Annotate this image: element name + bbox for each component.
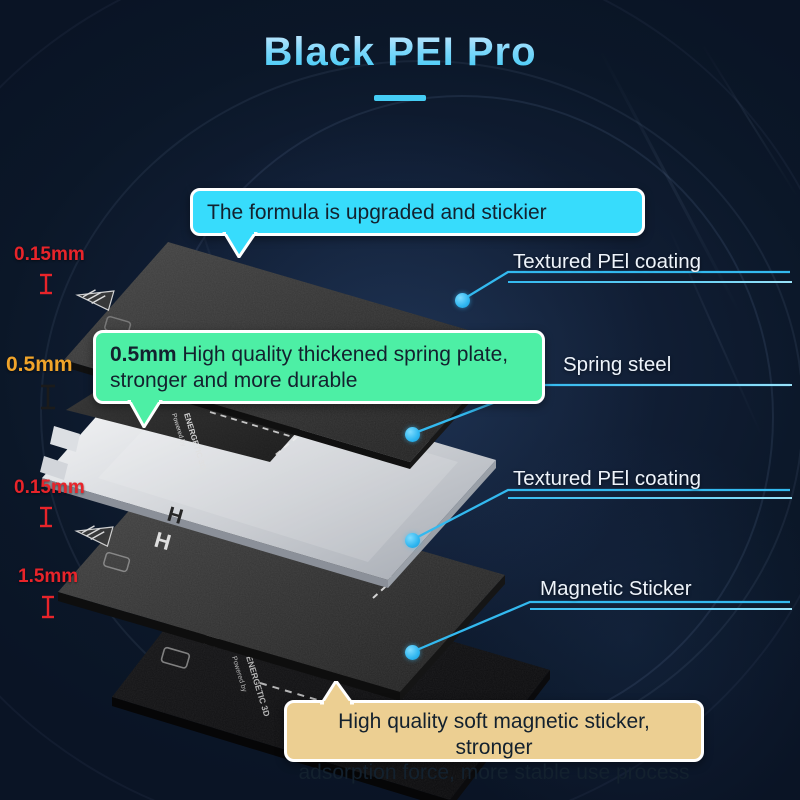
- leader-dot-spring-steel: [405, 427, 420, 442]
- callout-formula-tail: [222, 232, 258, 258]
- callout-formula-text: The formula is upgraded and stickier: [207, 201, 547, 224]
- layer-label-pei-bottom: Textured PEl coating: [513, 467, 702, 490]
- warning-triangle-icon: [74, 525, 114, 548]
- callout-magnetic-tail: [320, 681, 354, 705]
- callout-magnetic: High quality soft magnetic sticker, stro…: [284, 700, 704, 784]
- callout-spring-plate-body: High quality thickened spring plate, str…: [110, 343, 509, 392]
- layer-label-spring-steel: Spring steel: [563, 353, 672, 376]
- layer-label-magnetic: Magnetic Sticker: [540, 577, 692, 600]
- callout-formula: The formula is upgraded and stickier: [190, 188, 645, 236]
- background-streak: [598, 48, 742, 315]
- callout-spring-plate: 0.5mm High quality thickened spring plat…: [93, 330, 545, 404]
- plate-pei-bottom: H: [55, 470, 515, 701]
- page-title: Black PEI Pro: [0, 30, 800, 75]
- layer-label-rule: [508, 497, 792, 499]
- dimension-marker-pei-bottom: [40, 506, 52, 528]
- callout-spring-plate-tail: [127, 400, 163, 428]
- callout-spring-plate-text: 0.5mm High quality thickened spring plat…: [96, 333, 542, 402]
- layer-label-rule: [540, 384, 792, 386]
- leader-dot-pei-bottom: [405, 533, 420, 548]
- leader-dot-magnetic: [405, 645, 420, 660]
- dimension-magnetic: 1.5mm: [18, 566, 79, 587]
- callout-spring-plate-bold: 0.5mm: [110, 343, 177, 366]
- leader-dot-pei-top: [455, 293, 470, 308]
- plate-branding-pei-bottom: H: [103, 527, 174, 573]
- dimension-pei-top: 0.15mm: [14, 244, 85, 265]
- dimension-marker-pei-top: [40, 273, 52, 295]
- callout-magnetic-line2: adsorption force, more stable use proces…: [298, 761, 690, 785]
- svg-text:H: H: [152, 527, 174, 555]
- callout-magnetic-line1: High quality soft magnetic sticker, stro…: [338, 710, 650, 759]
- layer-label-rule: [508, 281, 792, 283]
- layer-label-pei-top: Textured PEl coating: [513, 250, 702, 273]
- dimension-marker-magnetic: [42, 595, 54, 619]
- dimension-marker-spring-steel: [41, 384, 55, 410]
- callout-magnetic-text: High quality soft magnetic sticker, stro…: [287, 703, 701, 792]
- warning-triangle-icon: [75, 289, 115, 312]
- layer-label-rule: [530, 608, 792, 610]
- dimension-spring-steel: 0.5mm: [6, 353, 73, 376]
- svg-text:H: H: [165, 503, 186, 529]
- title-underline: [374, 95, 426, 101]
- dimension-pei-bottom: 0.15mm: [14, 477, 85, 498]
